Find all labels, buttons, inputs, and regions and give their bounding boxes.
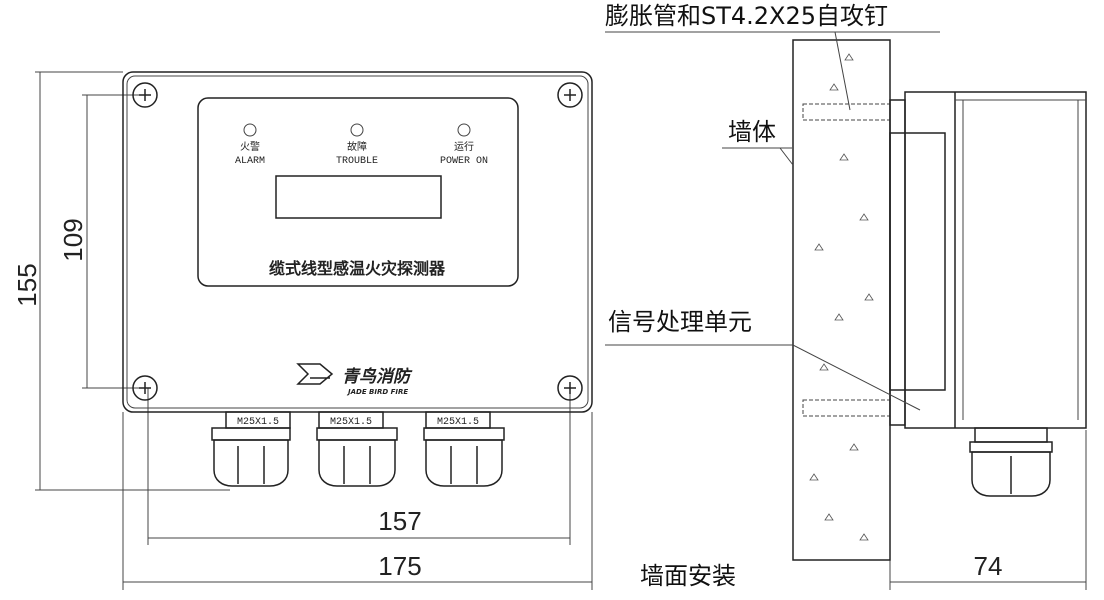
indicator-en: ALARM (235, 156, 265, 167)
annotations: 膨胀管和ST4.2X25自攻钉 墙体 信号处理单元 墙面安装 (605, 2, 940, 590)
front-enclosure: 火警 ALARM 故障 TROUBLE 运行 POWER ON 缆式线型感温火灾… (122, 71, 593, 413)
gland-label: M25X1.5 (437, 417, 479, 428)
product-name: 缆式线型感温火灾探测器 (269, 259, 446, 278)
dim-157: 157 (378, 506, 421, 536)
front-panel (197, 97, 519, 287)
label-fasteners: 膨胀管和ST4.2X25自攻钉 (605, 2, 888, 30)
dim-155: 155 (12, 263, 42, 306)
dim-175: 175 (378, 551, 421, 581)
logo-cn: 青鸟消防 (342, 367, 413, 387)
indicator-cn: 故障 (347, 140, 367, 154)
side-view (792, 39, 1087, 561)
screw-icon (132, 82, 583, 401)
side-gland (969, 427, 1053, 497)
gland-label: M25X1.5 (330, 417, 372, 428)
dim-74: 74 (974, 551, 1003, 581)
indicator-en: TROUBLE (336, 156, 378, 167)
gland-label: M25X1.5 (237, 417, 279, 428)
dim-109: 109 (58, 218, 88, 261)
drawing-caption: 墙面安装 (640, 562, 736, 590)
unit-housing (904, 91, 1087, 429)
indicator-cn: 运行 (454, 140, 474, 154)
led-trouble (350, 123, 364, 137)
led-power (457, 123, 471, 137)
concrete-hatch (809, 53, 874, 541)
unit-backplate (889, 132, 946, 391)
display-window (275, 175, 442, 219)
anchor-screw (802, 103, 891, 417)
label-signal-unit: 信号处理单元 (608, 308, 752, 336)
indicator-cn: 火警 (240, 140, 260, 154)
indicator-en: POWER ON (440, 156, 488, 167)
jade-bird-logo: 青鸟消防 JADE BIRD FIRE (296, 363, 413, 396)
cable-glands: M25X1.5 M25X1.5 M25X1.5 (211, 411, 505, 487)
led-alarm (243, 123, 257, 137)
wall-section (792, 39, 891, 561)
mount-flange (889, 99, 906, 426)
dimension-lines (35, 71, 1087, 590)
logo-en: JADE BIRD FIRE (346, 388, 408, 396)
label-wall: 墙体 (728, 118, 776, 146)
